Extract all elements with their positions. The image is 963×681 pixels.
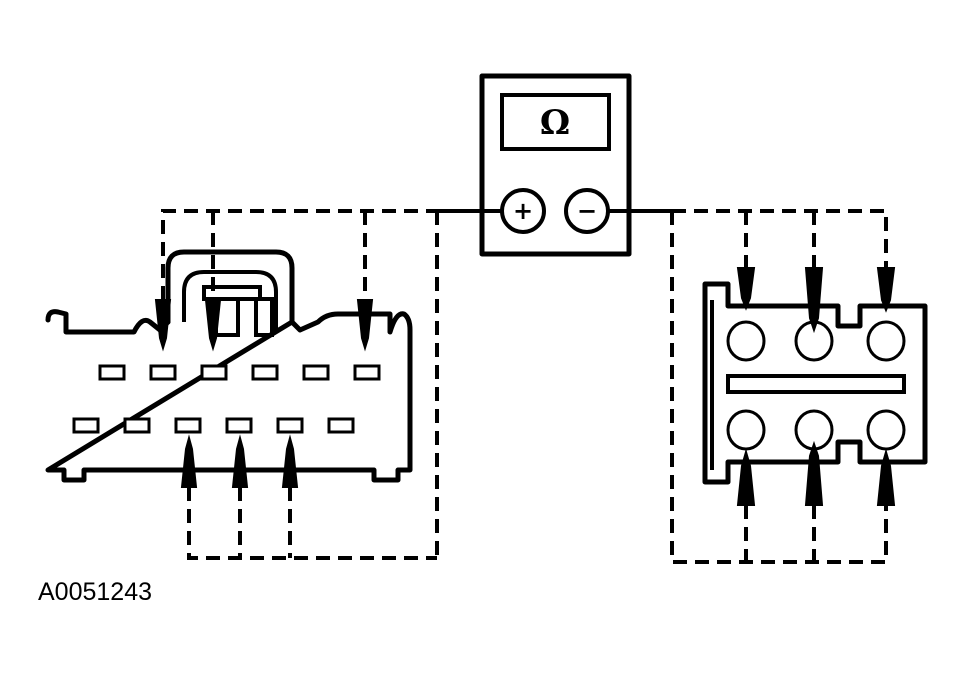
pin-top-5 (302, 364, 330, 381)
left-connector (45, 249, 413, 483)
left-probes (154, 299, 374, 488)
pin-top-6 (353, 364, 381, 381)
probe-icon (356, 299, 374, 352)
pin-bottom-5 (276, 417, 304, 434)
meter-body (479, 73, 632, 257)
right-jumper-wires (670, 209, 888, 564)
terminal-bottom-3 (866, 409, 906, 451)
pin-bottom-4 (225, 417, 253, 434)
pin-bottom-3 (174, 417, 202, 434)
pin-bottom-2 (123, 417, 151, 434)
connector-key-slot (726, 374, 906, 394)
probe-icon (804, 267, 824, 334)
negative-terminal-label: − (577, 197, 597, 225)
connector-body (45, 309, 413, 483)
meter-display (500, 93, 611, 151)
terminal-bottom-1 (726, 409, 766, 451)
probe-icon (281, 434, 299, 488)
terminal-top-3 (866, 320, 906, 362)
probe-icon (804, 440, 824, 506)
ohm-symbol: Ω (540, 103, 570, 143)
probe-icon (876, 448, 896, 506)
terminal-top-1 (726, 320, 766, 362)
pin-bottom-6 (327, 417, 355, 434)
right-probes (736, 267, 896, 506)
probe-icon (736, 448, 756, 506)
connector-lock-tab (165, 249, 295, 325)
pin-bottom-1 (72, 417, 100, 434)
probe-icon (736, 267, 756, 311)
pin-top-3 (200, 364, 228, 381)
left-jumper-wires (161, 209, 439, 560)
pin-top-4 (251, 364, 279, 381)
probe-icon (204, 299, 222, 352)
positive-terminal-label: + (513, 197, 533, 225)
probe-icon (180, 434, 198, 488)
pin-top-1 (98, 364, 126, 381)
connector-housing (702, 281, 928, 485)
probe-icon (154, 299, 172, 352)
probe-icon (231, 434, 249, 488)
figure-id: A0051243 (38, 578, 153, 606)
probe-icon (876, 267, 896, 313)
ohmmeter: Ω + − (479, 73, 632, 257)
pin-top-2 (149, 364, 177, 381)
